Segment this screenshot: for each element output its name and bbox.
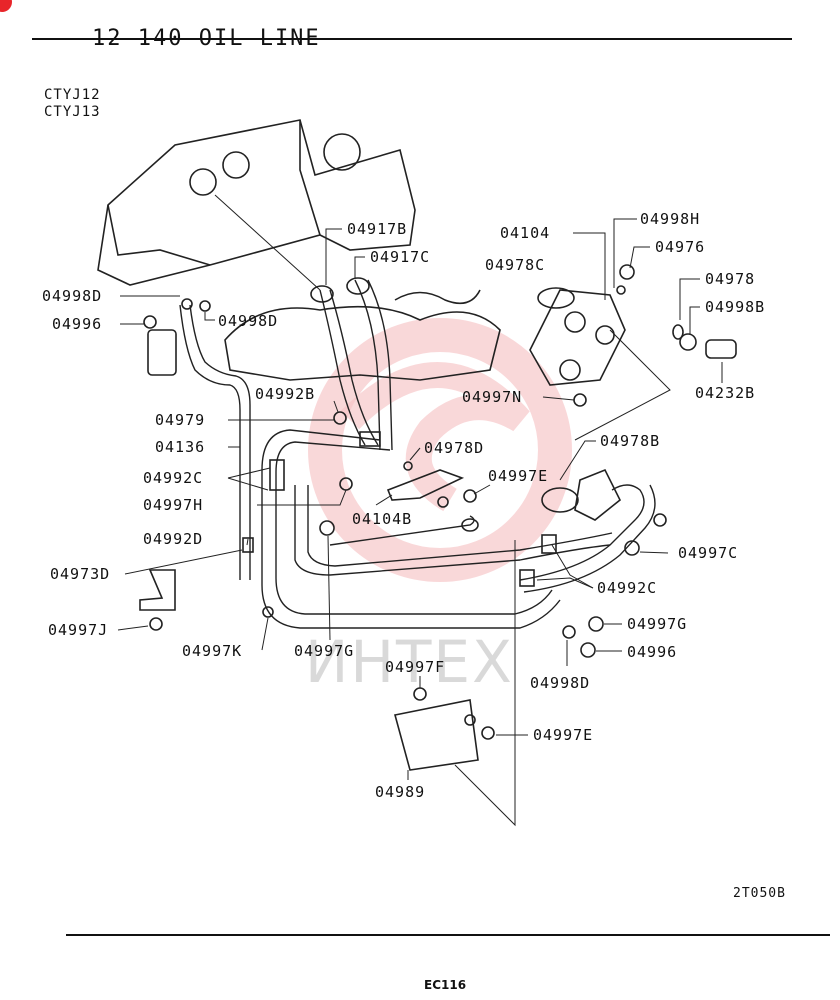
callout-04998D-c: 04998D — [530, 674, 590, 692]
callout-04997G-b: 04997G — [294, 642, 354, 660]
callout-04997G-a: 04997G — [627, 615, 687, 633]
watermark-ring — [308, 318, 572, 582]
fasteners — [143, 298, 667, 740]
callout-04997J: 04997J — [48, 621, 108, 639]
callout-04997E-a: 04997E — [488, 467, 548, 485]
callout-04998H: 04998H — [640, 210, 700, 228]
callout-04997N: 04997N — [462, 388, 522, 406]
page-reference: EC116 — [424, 978, 467, 992]
callout-04978B: 04978B — [600, 432, 660, 450]
callout-04978D: 04978D — [424, 439, 484, 457]
watermark-text: ИНТЕХ — [305, 628, 514, 696]
watermark-swirl — [340, 362, 530, 512]
callout-04976: 04976 — [655, 238, 705, 256]
callout-04992B: 04992B — [255, 385, 315, 403]
callout-04989: 04989 — [375, 783, 425, 801]
callout-04998D-a: 04998D — [42, 287, 102, 305]
callout-04104: 04104 — [500, 224, 550, 242]
callout-04136: 04136 — [155, 438, 205, 456]
header-rule — [32, 38, 792, 40]
callout-04978C: 04978C — [485, 256, 545, 274]
filter-bracket — [529, 264, 737, 386]
callout-04996-b: 04996 — [627, 643, 677, 661]
callout-04998B: 04998B — [705, 298, 765, 316]
callout-04997E-b: 04997E — [533, 726, 593, 744]
corner-badge — [0, 0, 12, 12]
callout-04997K: 04997K — [182, 642, 242, 660]
oil-pipes — [139, 277, 656, 771]
callout-04992C-b: 04992C — [597, 579, 657, 597]
engine-block — [97, 119, 501, 381]
callout-04997F: 04997F — [385, 658, 445, 676]
callout-04973D: 04973D — [50, 565, 110, 583]
callout-04978: 04978 — [705, 270, 755, 288]
model-code-1: CTYJ12 — [44, 87, 101, 103]
callout-04992D: 04992D — [143, 530, 203, 548]
callout-04992C-a: 04992C — [143, 469, 203, 487]
callout-04997C: 04997C — [678, 544, 738, 562]
footer-rule — [66, 934, 830, 936]
callout-04996-a: 04996 — [52, 315, 102, 333]
leader-lines — [117, 194, 723, 827]
callout-04104B: 04104B — [352, 510, 412, 528]
callout-04979: 04979 — [155, 411, 205, 429]
callout-04232B: 04232B — [695, 384, 755, 402]
callout-04997H: 04997H — [143, 496, 203, 514]
drawing-code: 2T050B — [733, 886, 786, 901]
model-code-2: CTYJ13 — [44, 104, 101, 120]
watermark-logo — [308, 318, 572, 582]
callout-labels: 04917B 04917C 04104 04998H 04976 04978C … — [42, 210, 765, 801]
callout-04917C: 04917C — [370, 248, 430, 266]
callout-04917B: 04917B — [347, 220, 407, 238]
callout-04998D-b: 04998D — [218, 312, 278, 330]
